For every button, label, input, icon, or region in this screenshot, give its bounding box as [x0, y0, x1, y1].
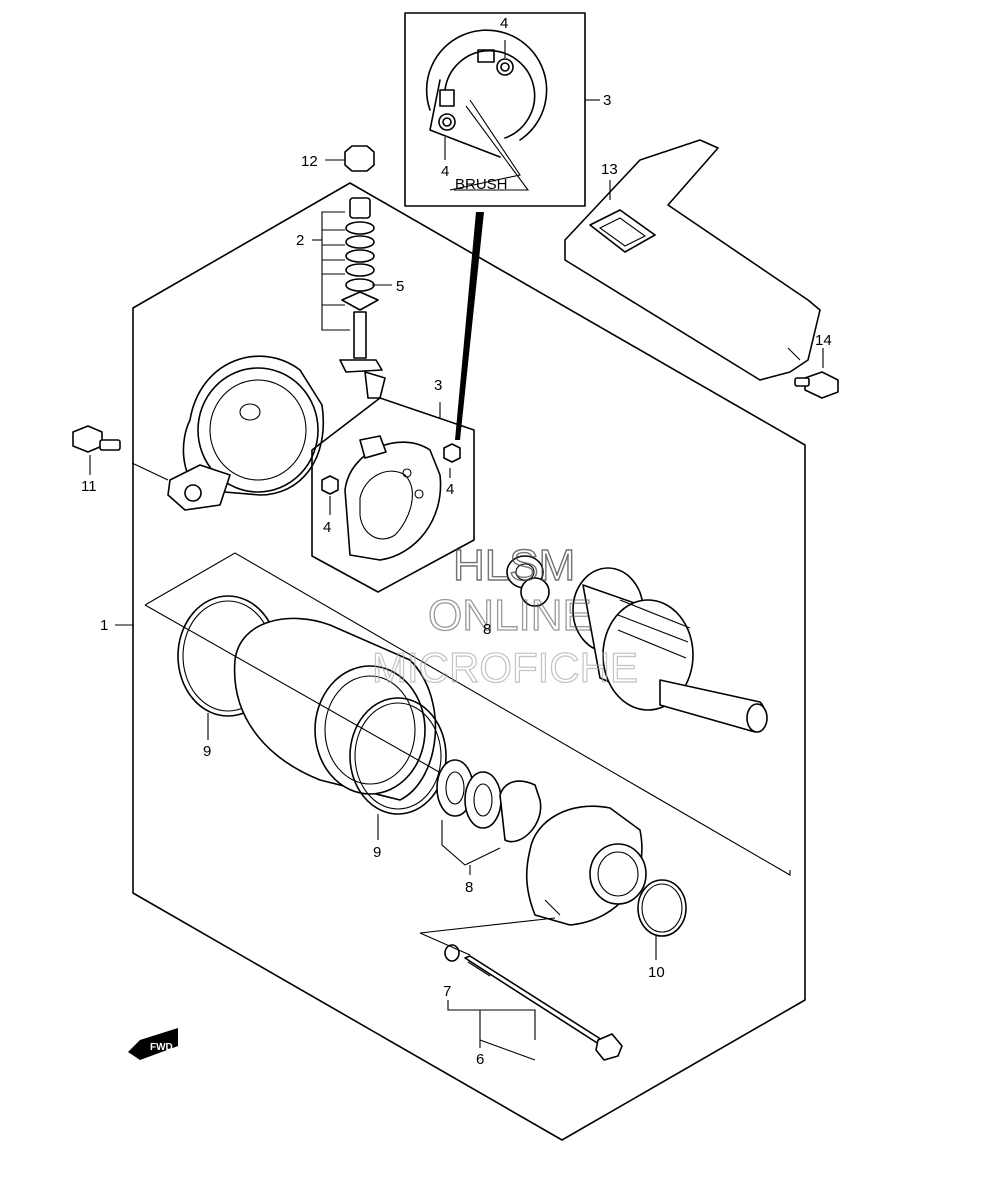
watermark-line-2: ONLINE — [428, 591, 592, 640]
o-ring-10 — [637, 879, 687, 937]
screw-4b — [443, 443, 461, 463]
brush-detail-box — [404, 12, 586, 207]
nut-12 — [344, 145, 375, 172]
label-9-right: 9 — [373, 844, 381, 861]
brush-label: BRUSH — [455, 176, 508, 193]
label-5: 5 — [396, 278, 404, 295]
label-13: 13 — [601, 161, 618, 178]
label-6: 6 — [476, 1051, 484, 1068]
label-1: 1 — [100, 617, 108, 634]
brush-plate — [344, 435, 442, 561]
fwd-badge: FWD — [128, 1028, 178, 1060]
label-9-left: 9 — [203, 743, 211, 760]
label-3-detail: 3 — [603, 92, 611, 109]
label-8-bottom: 8 — [465, 879, 473, 896]
label-8-top: 8 — [483, 621, 491, 638]
long-bolt — [464, 955, 623, 1061]
group-bracket-8 — [441, 820, 501, 866]
watermark-line-3: MICROFICHE — [372, 644, 638, 691]
label-4-plate-left: 4 — [323, 519, 331, 536]
label-12: 12 — [301, 153, 318, 170]
brush-plate-outline — [311, 397, 475, 593]
cover-window — [589, 209, 656, 253]
screw-4a — [321, 475, 339, 495]
bolt-14 — [794, 371, 839, 399]
assembly-outline — [132, 182, 806, 1141]
watermark: HLSM ONLINE MICROFICHE — [371, 540, 638, 691]
group-bracket-2 — [321, 211, 350, 331]
label-4-plate-right: 4 — [446, 481, 454, 498]
front-bracket — [525, 805, 647, 926]
label-14: 14 — [815, 332, 832, 349]
o-ring-9b — [349, 697, 447, 815]
label-7: 7 — [443, 983, 451, 1000]
label-4-detail-bottom: 4 — [441, 163, 449, 180]
brush-callout-frame — [454, 105, 530, 191]
group-bracket-6 — [419, 917, 556, 1061]
starter-cover — [564, 139, 821, 381]
leader-lines — [89, 40, 824, 1048]
washer-top-b — [520, 577, 550, 607]
terminal-stack — [339, 197, 386, 399]
detail-pointer — [455, 212, 484, 440]
label-10: 10 — [648, 964, 665, 981]
yoke-group-outline — [144, 552, 791, 876]
watermark-line-1: HLSM — [453, 541, 575, 590]
fwd-text: FWD — [150, 1042, 173, 1053]
label-2: 2 — [296, 232, 304, 249]
brush-holder-detail — [425, 29, 548, 191]
label-11: 11 — [81, 478, 97, 495]
armature — [572, 567, 768, 733]
label-4-detail-top: 4 — [500, 15, 508, 32]
bolt-11 — [72, 425, 121, 453]
washer-set — [436, 759, 542, 843]
end-housing — [167, 355, 325, 511]
label-3-plate: 3 — [434, 377, 442, 394]
